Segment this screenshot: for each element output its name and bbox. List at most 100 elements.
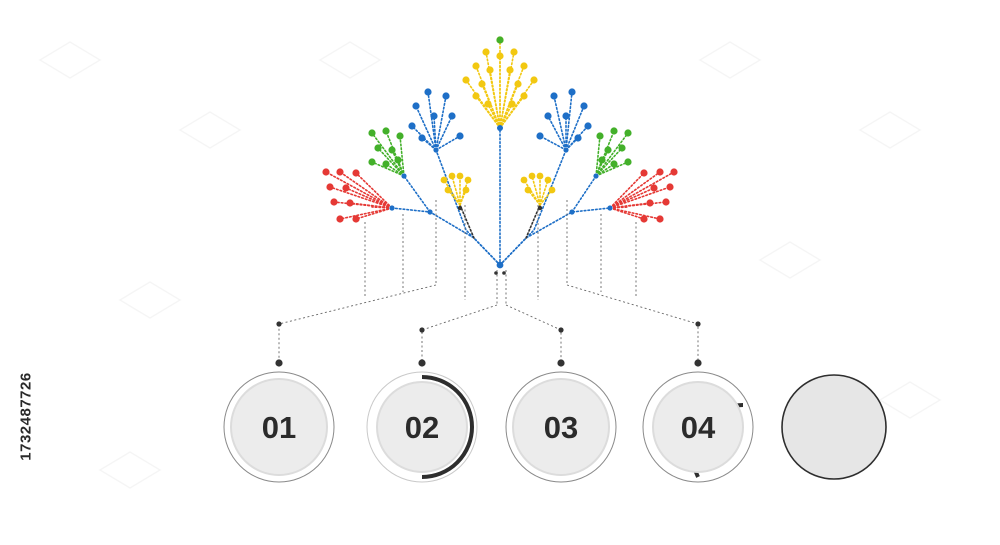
side-id-strip: 1732487726 <box>16 300 36 532</box>
leaf-dot <box>528 172 536 180</box>
left-limb-line <box>391 207 501 266</box>
leaf-dot <box>462 76 470 84</box>
right-upper-limb-line <box>499 149 567 266</box>
leaf-dot <box>330 198 338 206</box>
root-stem-dot <box>502 271 506 275</box>
tree-leaves <box>322 36 678 275</box>
step-connectors <box>278 200 699 360</box>
leaf-dot <box>650 184 658 192</box>
leaf-dot <box>336 215 344 223</box>
leaf-dot <box>394 156 402 164</box>
joint-dot <box>563 147 569 153</box>
leaf-dot <box>464 176 472 184</box>
twig-line <box>595 159 603 177</box>
small-limb-line <box>459 204 475 239</box>
twig-line <box>371 206 393 209</box>
leaf-dot <box>646 199 654 207</box>
leaf-dot <box>326 183 334 191</box>
twig-line <box>609 206 629 209</box>
leaf-dot <box>486 66 494 74</box>
leaf-dot <box>374 144 382 152</box>
step-3: 03 <box>505 371 617 483</box>
leaf-dot <box>562 112 570 120</box>
leaf-dot <box>520 92 528 100</box>
leaf-dot <box>462 186 470 194</box>
twig-line <box>595 147 623 177</box>
twig-line <box>595 161 629 177</box>
leaf-dot <box>536 132 544 140</box>
twig-line <box>609 187 655 209</box>
leaf-dot <box>610 127 618 135</box>
leaf-dot <box>544 176 552 184</box>
step-2: 02 <box>366 371 478 483</box>
leaf-dot <box>506 66 514 74</box>
leaf-dot <box>336 168 344 176</box>
root-stem-dot <box>494 271 498 275</box>
leaf-dot <box>444 186 452 194</box>
small-node-dot <box>537 205 543 211</box>
leaf-dot <box>670 168 678 176</box>
leaf-dot <box>412 102 420 110</box>
twig-line <box>499 95 525 129</box>
leaf-dot <box>508 100 516 108</box>
twig-line <box>329 186 393 209</box>
twig-line <box>565 91 573 151</box>
leaf-dot <box>352 215 360 223</box>
twig-line <box>565 105 585 151</box>
leaf-dot <box>510 48 518 56</box>
twig-line <box>451 175 461 206</box>
leaf-dot <box>484 100 492 108</box>
twig-line <box>609 202 651 209</box>
twig-line <box>487 103 501 129</box>
joint-dot <box>401 173 407 179</box>
twig-line <box>609 172 645 209</box>
step-5 <box>781 374 887 480</box>
leaf-dot <box>530 76 538 84</box>
leaf-dot <box>544 112 552 120</box>
step-1: 01 <box>223 371 335 483</box>
leaf-dot <box>596 132 604 140</box>
leaf-dot <box>520 62 528 70</box>
twig-line <box>475 95 501 129</box>
tree-branches <box>325 39 675 266</box>
leaf-dot <box>448 112 456 120</box>
twig-line <box>435 135 461 151</box>
step-4: 04 <box>642 371 754 483</box>
leaf-dot <box>550 92 558 100</box>
watermark-pattern <box>38 41 942 489</box>
twig-line <box>595 135 601 177</box>
leaf-dot <box>442 92 450 100</box>
crown-node-dot <box>497 125 503 131</box>
twig-line <box>385 163 405 177</box>
twig-line <box>325 171 393 209</box>
leaf-dot <box>456 132 464 140</box>
twig-line <box>531 175 541 206</box>
limb-line <box>403 175 431 213</box>
leaf-dot <box>584 122 592 130</box>
twig-line <box>565 137 579 151</box>
twig-line <box>499 69 511 129</box>
twig-line <box>397 159 405 177</box>
leaf-dot <box>346 199 354 207</box>
leaf-dot <box>514 80 522 88</box>
small-node-dot <box>457 205 463 211</box>
step-4-label: 04 <box>681 410 716 445</box>
leaf-dot <box>520 176 528 184</box>
joint-dot <box>389 205 395 211</box>
leaf-dot <box>408 122 416 130</box>
side-id-text: 1732487726 <box>17 371 35 461</box>
joint-dot <box>607 205 613 211</box>
leaf-dot <box>382 127 390 135</box>
twig-line <box>339 171 393 209</box>
leaf-dot <box>352 169 360 177</box>
leaf-dot <box>368 129 376 137</box>
twig-line <box>609 171 661 209</box>
leaf-dot <box>604 146 612 154</box>
root-node-dot <box>496 261 504 269</box>
leaf-dot <box>478 80 486 88</box>
limb-line <box>571 175 597 213</box>
twig-line <box>609 186 671 209</box>
twig-line <box>595 163 615 177</box>
leaf-dot <box>440 176 448 184</box>
